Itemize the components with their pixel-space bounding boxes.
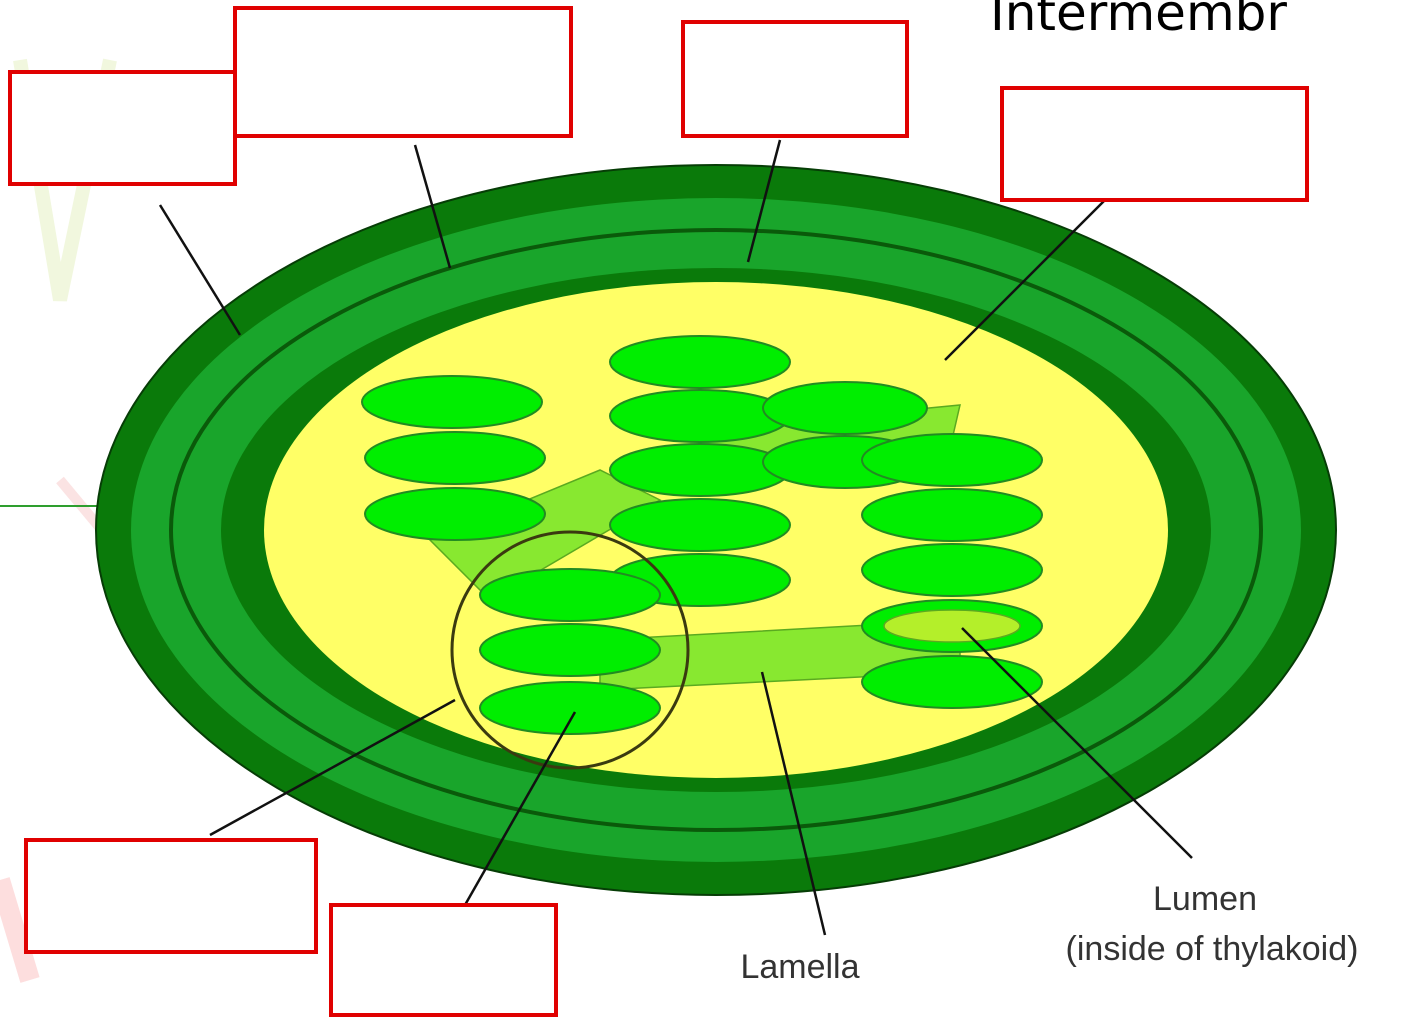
answer-box-intermembrane-space[interactable] <box>235 8 571 136</box>
thylakoid-disc <box>763 382 927 434</box>
thylakoid-disc <box>862 489 1042 541</box>
lamella-label: Lamella <box>740 948 859 986</box>
lumen-label: Lumen <box>1153 880 1257 918</box>
thylakoid-disc <box>365 488 545 540</box>
answer-box-granum[interactable] <box>26 840 316 952</box>
page-heading: Intermembr <box>990 0 1287 42</box>
thylakoid-disc <box>365 432 545 484</box>
answer-box-stroma[interactable] <box>1002 88 1307 200</box>
lumen <box>884 610 1020 642</box>
thylakoid-disc <box>610 499 790 551</box>
thylakoid-disc <box>480 682 660 734</box>
thylakoid-disc <box>610 390 790 442</box>
thylakoid-disc <box>610 336 790 388</box>
thylakoid-disc <box>480 624 660 676</box>
thylakoid-disc <box>862 434 1042 486</box>
thylakoid-disc <box>480 569 660 621</box>
answer-box-thylakoid[interactable] <box>331 905 556 1015</box>
thylakoid-disc <box>610 444 790 496</box>
thylakoid-disc <box>362 376 542 428</box>
leader-outer-membrane <box>160 205 240 335</box>
thylakoid-disc <box>862 544 1042 596</box>
answer-box-outer-membrane[interactable] <box>10 72 235 184</box>
answer-box-inner-membrane[interactable] <box>683 22 907 136</box>
lumen-sublabel: (inside of thylakoid) <box>1066 930 1359 968</box>
